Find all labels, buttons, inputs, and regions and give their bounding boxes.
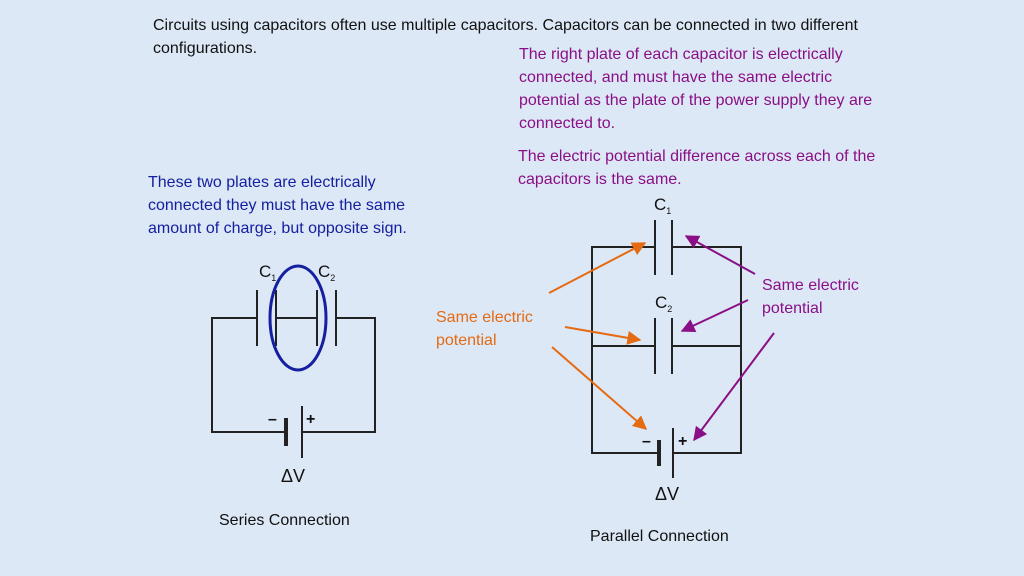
right-plate-note: The right plate of each capacitor is ele… (519, 46, 873, 132)
purple-arrow-to-c1 (684, 235, 756, 275)
purple-arrows (680, 235, 775, 442)
parallel-c2-label: C2 (655, 293, 672, 314)
parallel-voltage-label: ΔV (655, 484, 679, 504)
series-circuit: C1 C2 – + ΔV (211, 262, 376, 486)
purple-same-potential-label: Same electric potential (762, 277, 859, 317)
series-c2-label: C2 (318, 262, 335, 283)
series-connected-plates-ellipse (268, 264, 328, 372)
parallel-c1-label: C1 (654, 195, 671, 216)
intro-text: Circuits using capacitors often use mult… (153, 17, 858, 57)
series-plates-note: These two plates are electrically connec… (148, 174, 407, 237)
orange-arrow-to-battery (551, 346, 648, 430)
series-c1-label: C1 (259, 262, 276, 283)
parallel-minus-sign: – (642, 433, 651, 450)
series-plus-sign: + (306, 411, 315, 428)
orange-arrow-to-c1 (548, 242, 647, 294)
series-wire-left (211, 317, 286, 433)
series-connection-caption: Series Connection (219, 512, 350, 529)
purple-arrow-to-c2 (680, 299, 749, 332)
purple-arrow-to-battery (693, 332, 775, 442)
orange-same-potential-label: Same electric potential (436, 309, 533, 349)
series-wire-right (302, 317, 376, 433)
parallel-connection-caption: Parallel Connection (590, 528, 729, 545)
potential-difference-note: The electric potential difference across… (518, 148, 876, 188)
parallel-wire-c1-left (591, 246, 658, 454)
orange-arrow-to-c2 (564, 326, 642, 345)
parallel-plus-sign: + (678, 433, 687, 450)
parallel-circuit: C1 C2 – + ΔV (591, 195, 742, 504)
orange-arrows (548, 242, 648, 430)
series-minus-sign: – (268, 411, 277, 428)
series-voltage-label: ΔV (281, 466, 305, 486)
